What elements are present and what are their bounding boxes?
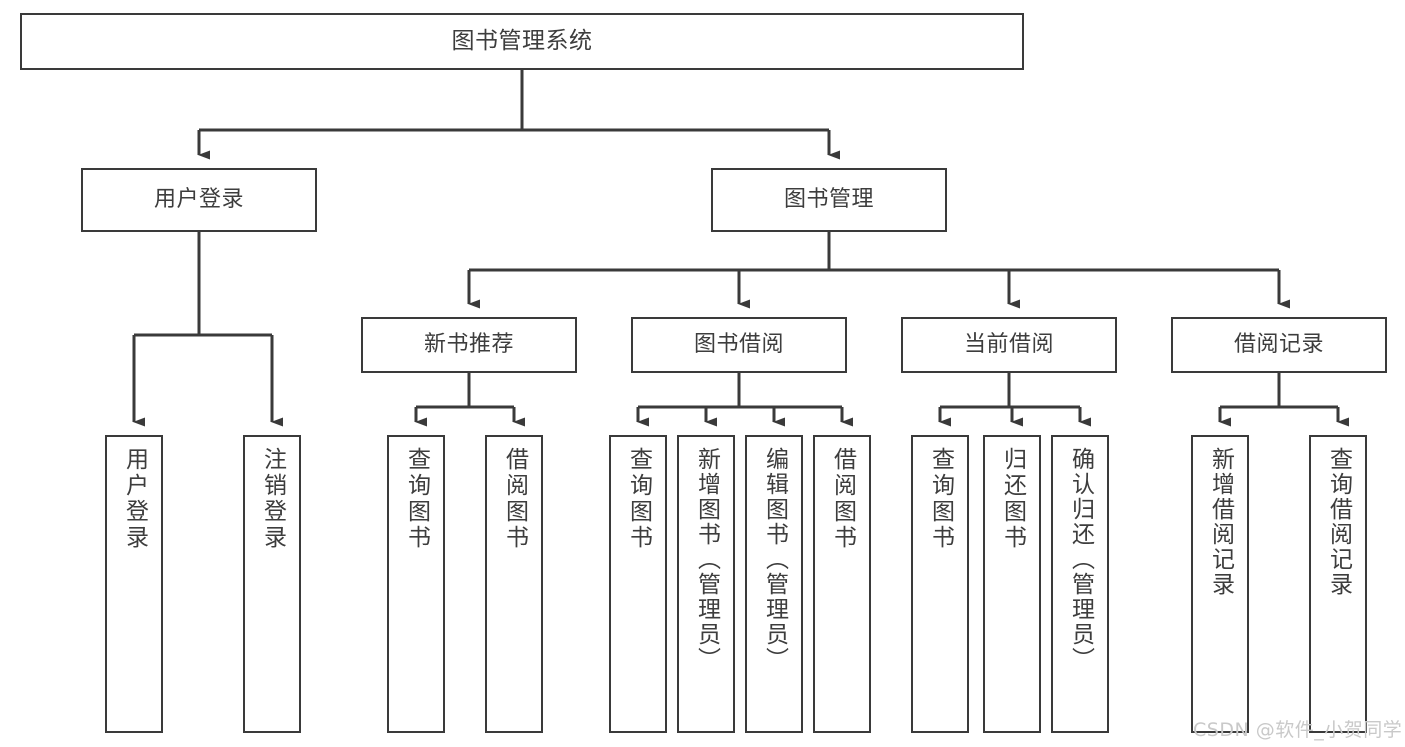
leaf-query-borrow-record[interactable]: 查询借阅记录 [1309, 435, 1367, 733]
leaf-add-book-admin-label: 新增图书（管理员） [693, 447, 720, 672]
leaf-add-borrow-record[interactable]: 新增借阅记录 [1191, 435, 1249, 733]
leaf-query-book-label: 查询图书 [625, 447, 652, 551]
node-user-login-label: 用户登录 [153, 187, 244, 213]
leaf-add-borrow-record-label: 新增借阅记录 [1207, 447, 1234, 597]
node-current-borrow-label: 当前借阅 [963, 332, 1054, 358]
node-borrow-record-label: 借阅记录 [1233, 332, 1324, 358]
leaf-user-login-label: 用户登录 [121, 447, 148, 551]
node-new-book-recommend[interactable]: 新书推荐 [361, 317, 577, 373]
node-book-manage[interactable]: 图书管理 [711, 168, 947, 232]
node-user-login[interactable]: 用户登录 [81, 168, 317, 232]
leaf-return-book-label: 归还图书 [999, 447, 1026, 551]
leaf-query-borrow-record-label: 查询借阅记录 [1325, 447, 1352, 597]
node-book-manage-label: 图书管理 [783, 187, 874, 213]
node-current-borrow[interactable]: 当前借阅 [901, 317, 1117, 373]
leaf-user-logout-label: 注销登录 [259, 447, 286, 551]
leaf-edit-book-admin[interactable]: 编辑图书（管理员） [745, 435, 803, 733]
csdn-watermark: CSDN @软件_小贺同学 [1193, 719, 1403, 741]
leaf-edit-book-admin-label: 编辑图书（管理员） [761, 447, 788, 672]
leaf-confirm-return-admin-label: 确认归还（管理员） [1067, 447, 1094, 672]
leaf-borrow-book-label: 借阅图书 [829, 447, 856, 551]
leaf-borrow-book[interactable]: 借阅图书 [813, 435, 871, 733]
node-new-book-recommend-label: 新书推荐 [423, 332, 514, 358]
leaf-query-book-recommend-label: 查询图书 [403, 447, 430, 551]
node-book-borrow[interactable]: 图书借阅 [631, 317, 847, 373]
leaf-borrow-book-recommend[interactable]: 借阅图书 [485, 435, 543, 733]
node-book-borrow-label: 图书借阅 [693, 332, 784, 358]
leaf-borrow-book-recommend-label: 借阅图书 [501, 447, 528, 551]
leaf-query-book-recommend[interactable]: 查询图书 [387, 435, 445, 733]
leaf-user-login[interactable]: 用户登录 [105, 435, 163, 733]
leaf-add-book-admin[interactable]: 新增图书（管理员） [677, 435, 735, 733]
leaf-confirm-return-admin[interactable]: 确认归还（管理员） [1051, 435, 1109, 733]
leaf-query-current-book[interactable]: 查询图书 [911, 435, 969, 733]
node-root-label: 图书管理系统 [451, 28, 593, 55]
leaf-query-book[interactable]: 查询图书 [609, 435, 667, 733]
node-borrow-record[interactable]: 借阅记录 [1171, 317, 1387, 373]
leaf-query-current-book-label: 查询图书 [927, 447, 954, 551]
leaf-user-logout[interactable]: 注销登录 [243, 435, 301, 733]
node-root[interactable]: 图书管理系统 [20, 13, 1024, 70]
leaf-return-book[interactable]: 归还图书 [983, 435, 1041, 733]
